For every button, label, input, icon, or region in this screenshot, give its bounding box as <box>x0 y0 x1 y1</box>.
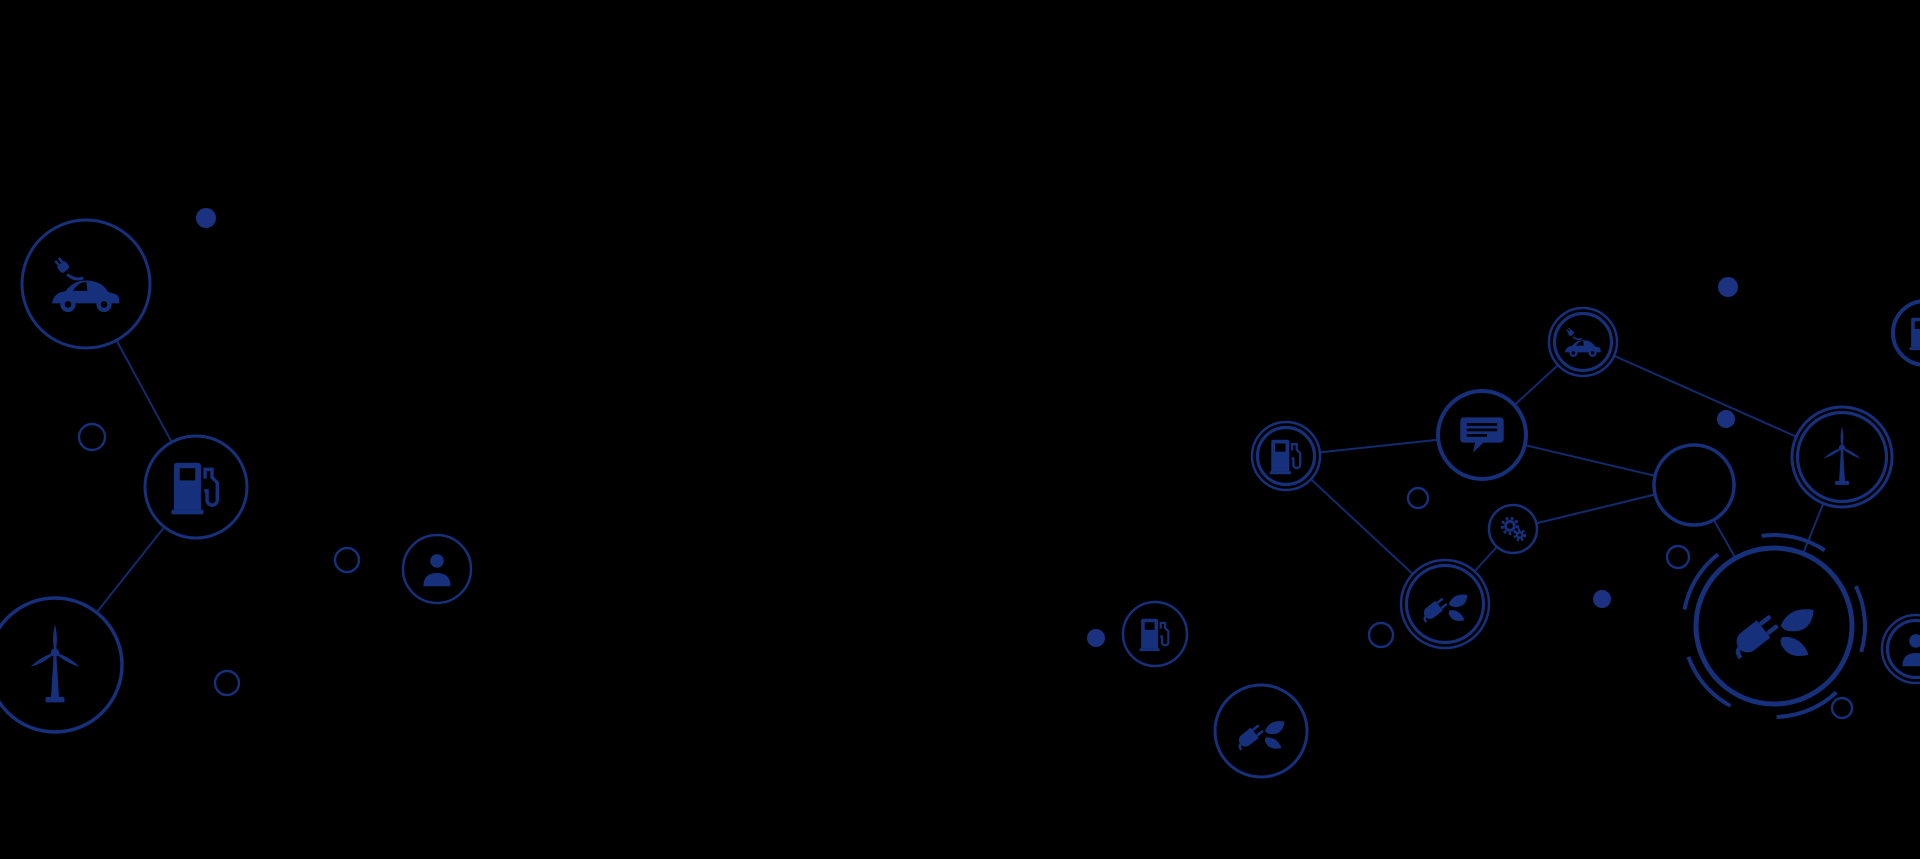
accent-dot <box>1593 590 1611 608</box>
node-inner-ring-ev-car-right <box>1552 311 1614 373</box>
accent-ring <box>1367 621 1395 649</box>
accent-dot <box>1717 410 1735 428</box>
accent-ring <box>1830 696 1854 720</box>
accent-ring <box>213 669 241 697</box>
accent-dot <box>1087 629 1105 647</box>
node-inner-ring-eco-right <box>1404 563 1486 645</box>
accent-dot <box>196 208 216 228</box>
accent-ring <box>1406 486 1430 510</box>
accent-ring <box>1665 544 1691 570</box>
node-circle-hub-plain <box>1652 443 1736 527</box>
accent-dot <box>1718 277 1738 297</box>
node-circle-person <box>401 533 473 605</box>
node-inner-ring-edge-bottom <box>1885 618 1920 680</box>
node-inner-ring-fuel-right <box>1255 425 1317 487</box>
node-dashed-ring-eco-big <box>1681 533 1867 719</box>
accent-ring <box>333 546 361 574</box>
node-inner-ring-wind-right <box>1795 410 1889 504</box>
accent-ring <box>77 422 107 452</box>
node-circle-wind-left <box>0 596 124 734</box>
